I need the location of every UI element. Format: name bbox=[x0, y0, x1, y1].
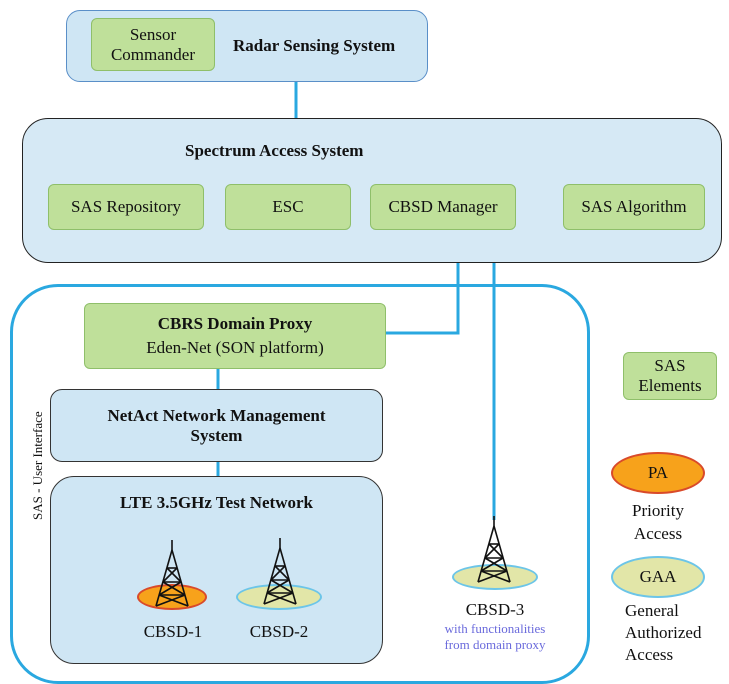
lte-title: LTE 3.5GHz Test Network bbox=[119, 493, 313, 512]
cbsd3-note: with functionalities from domain proxy bbox=[444, 621, 546, 653]
manager-to-proxy-line bbox=[385, 231, 460, 335]
legend-sas-elements: SAS Elements bbox=[623, 352, 717, 400]
spectrum-access-system: Spectrum Access System SAS Repository ES… bbox=[22, 118, 722, 263]
cbsd1-label: CBSD-1 bbox=[143, 622, 203, 641]
sas-repository-box: SAS Repository bbox=[48, 184, 204, 230]
tower-icon bbox=[155, 540, 189, 607]
cbsd3-label: CBSD-3 bbox=[465, 600, 525, 619]
domain-proxy-subtitle: Eden-Net (SON platform) bbox=[146, 338, 324, 357]
legend-pa-label: Priority Access bbox=[632, 501, 684, 543]
cbsd-manager-box: CBSD Manager bbox=[370, 184, 516, 230]
lte-test-network: LTE 3.5GHz Test Network bbox=[50, 476, 383, 664]
netact-box: NetAct Network Management System bbox=[50, 389, 383, 462]
domain-proxy-title: CBRS Domain Proxy bbox=[157, 314, 313, 334]
sensor-commander-box: Sensor Commander bbox=[91, 18, 215, 71]
domain-proxy-box: CBRS Domain Proxy Eden-Net (SON platform… bbox=[84, 303, 386, 369]
tower-icon bbox=[477, 516, 511, 583]
sas-algorithm-box: SAS Algorithm bbox=[563, 184, 705, 230]
radar-sensing-system: Sensor Commander Radar Sensing System bbox=[66, 10, 428, 82]
tower-icon bbox=[263, 538, 297, 605]
legend-gaa-label: General Authorized Access bbox=[625, 601, 702, 665]
radar-title: Radar Sensing System bbox=[233, 36, 396, 55]
esc-box: ESC bbox=[225, 184, 351, 230]
cbsd1-pa-ellipse bbox=[137, 584, 207, 610]
legend-gaa-ellipse: GAA bbox=[611, 556, 705, 598]
legend-pa-ellipse: PA bbox=[611, 452, 705, 494]
sas-title: Spectrum Access System bbox=[185, 141, 364, 160]
user-interface-side-label: SAS - User Interface bbox=[30, 411, 45, 520]
cbsd2-label: CBSD-2 bbox=[249, 622, 309, 641]
